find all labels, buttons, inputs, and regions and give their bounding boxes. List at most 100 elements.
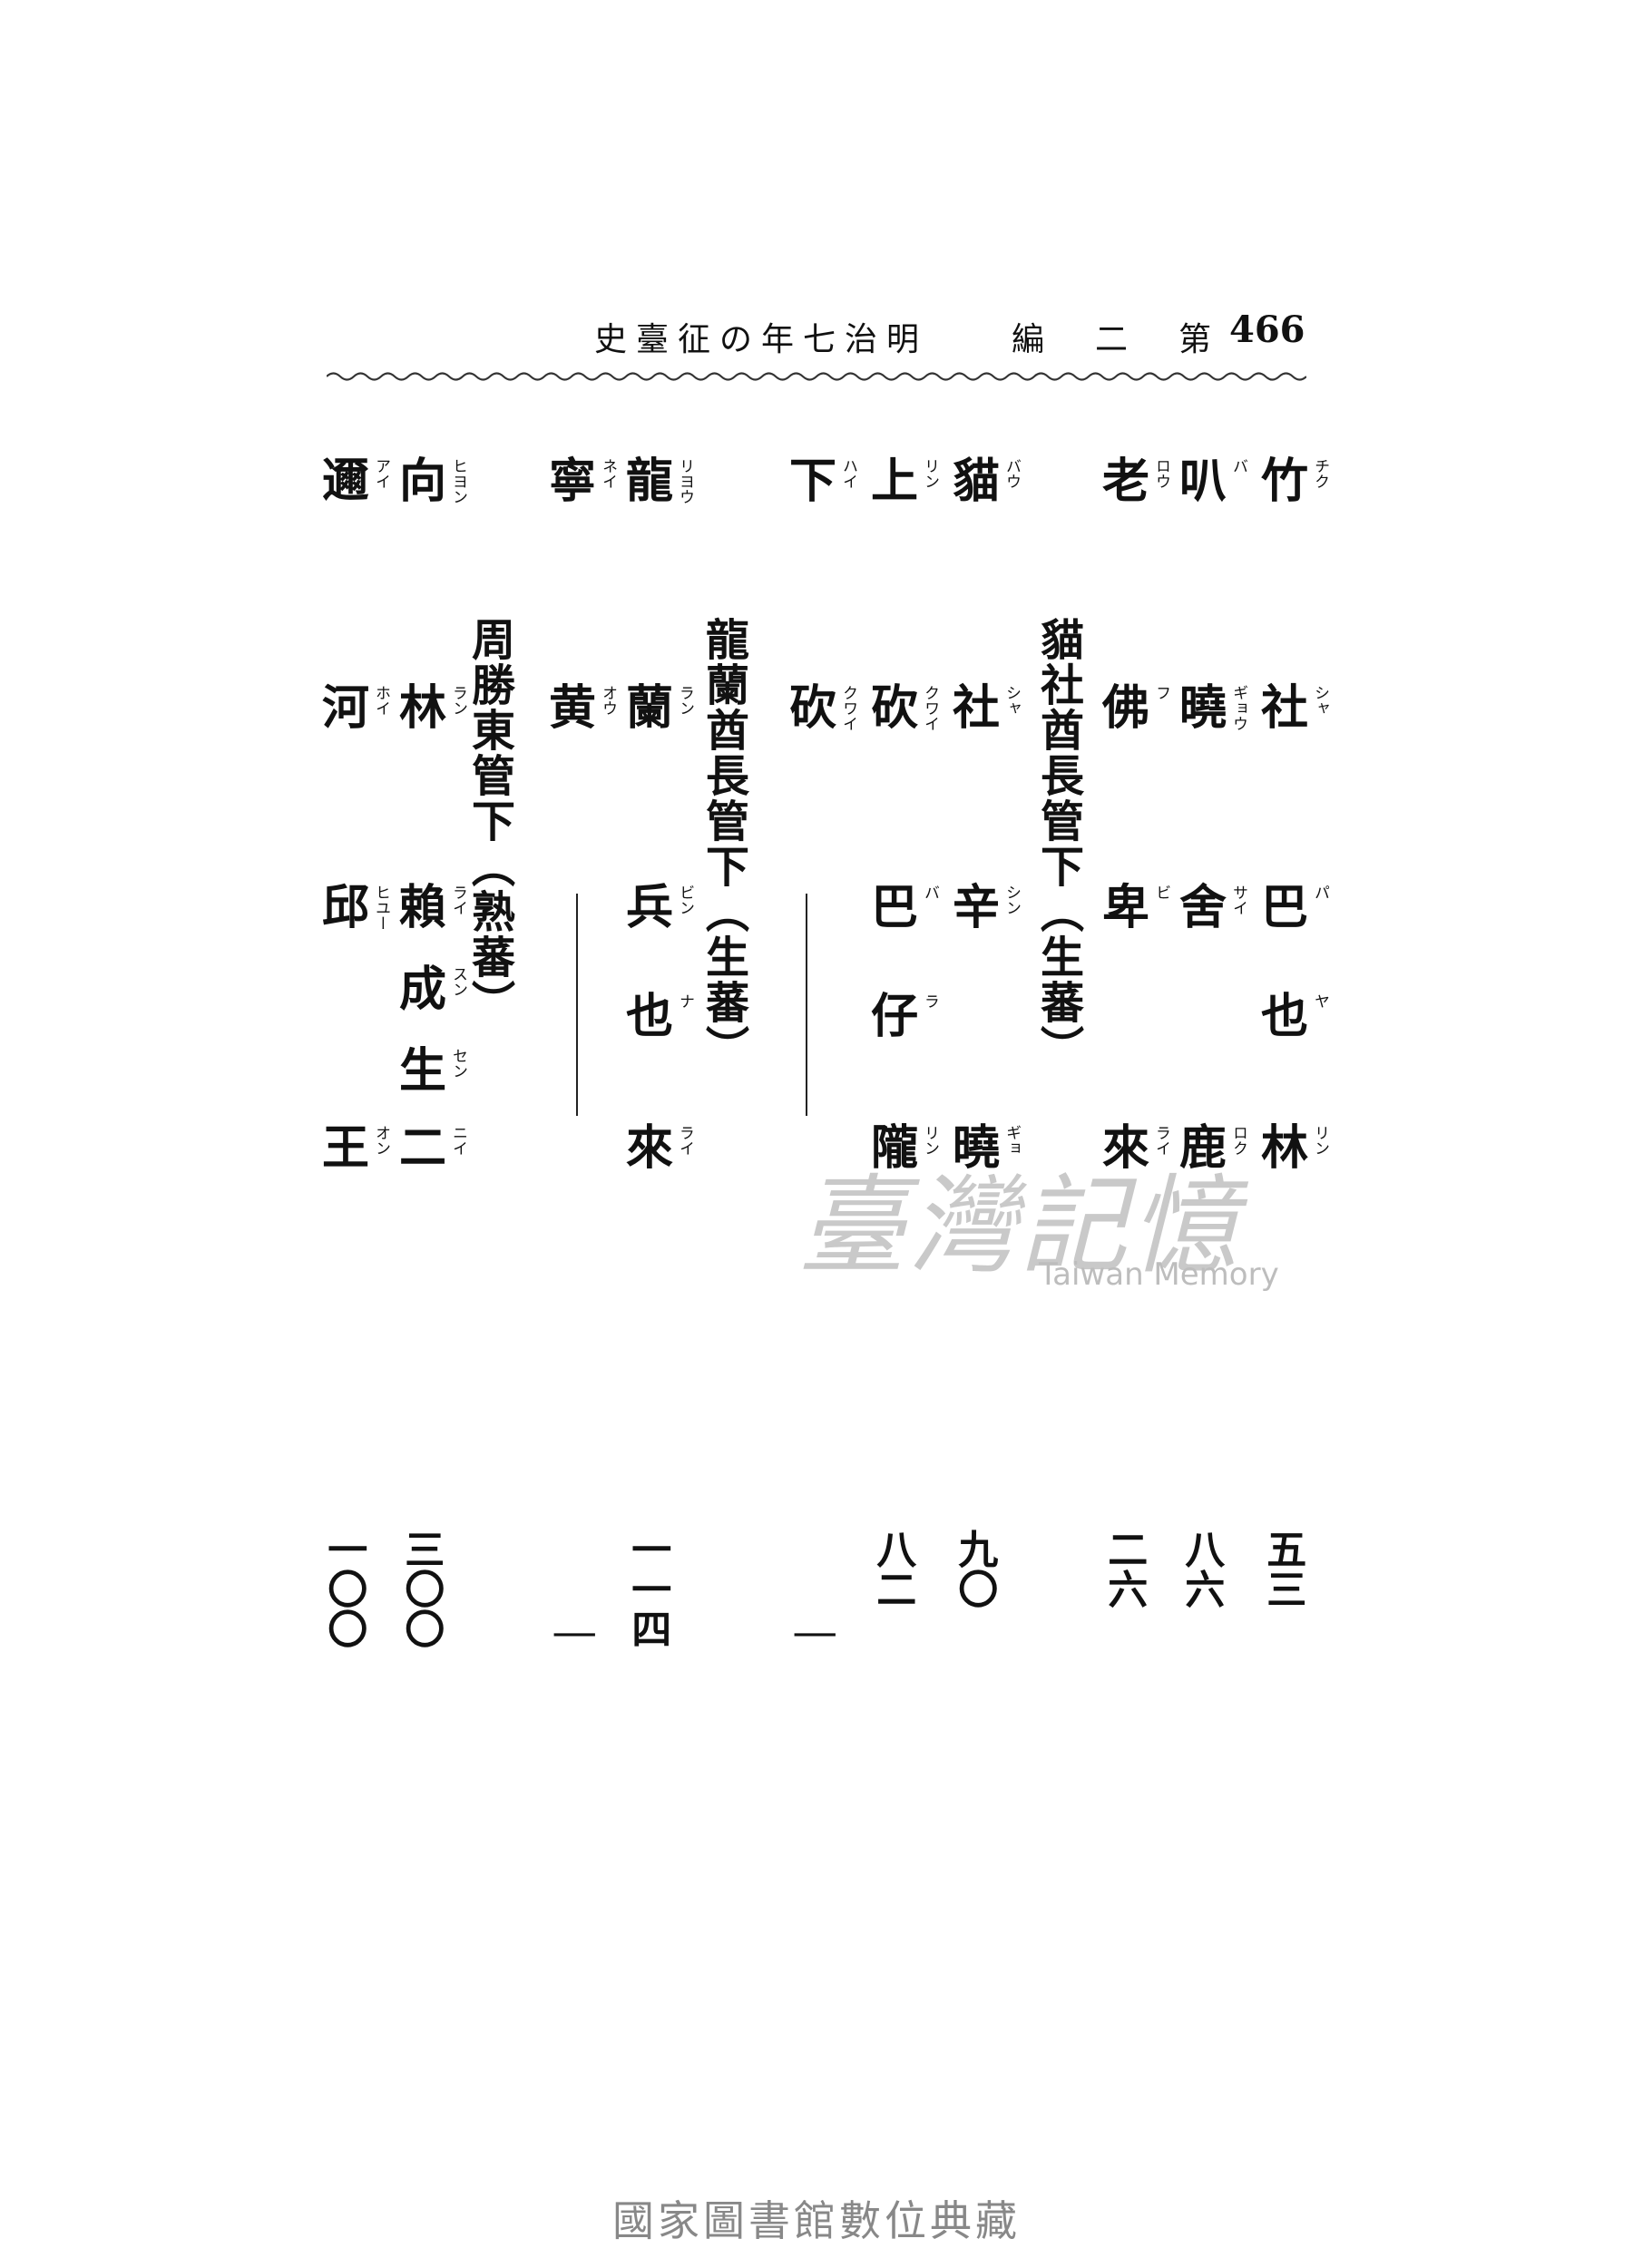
column-7-lower-char-char: 兵 [626,880,674,935]
column-4-lower-char-reading: ギョ [1002,1125,1021,1156]
column-6-middle-char: 砍クワイ [789,685,857,732]
bracket-line [576,894,578,1116]
column-5-middle-char-reading: クワイ [921,685,939,731]
group-heading-longlan: 龍蘭酋長管下（生蕃） [698,617,748,1070]
column-2-count: 八六 [1178,1529,1225,1608]
column-5-lower-char-char: 隴 [871,1120,919,1176]
column-1-lower-char: 林リン [1261,1125,1329,1172]
column-2-top-char-char: 叭 [1179,454,1227,509]
column-9-middle-char-reading: ラン [449,685,467,716]
column-8-middle-char: 黄オウ [549,685,617,732]
column-9-lower-char-char: 賴 [399,880,447,935]
page-number: 466 [1229,308,1305,351]
column-9-top-char-char: 向 [399,454,447,509]
column-5-middle-char: 砍クワイ [871,685,939,732]
group-heading-zhoushengdong: 周勝東管下（熟蕃） [464,617,514,1025]
column-2-top-char: 叭バ [1179,458,1247,505]
column-10-middle-char-char: 河 [322,680,370,736]
column-3-lower-char-char: 來 [1102,1120,1150,1176]
column-9-lower-char-char: 二 [399,1120,447,1176]
column-10-top-char-reading: アイ [372,458,390,489]
column-5-lower-char-reading: バ [921,885,939,900]
column-1-lower-char-reading: ヤ [1311,993,1329,1009]
column-5-middle-char-char: 砍 [871,680,919,736]
column-9-lower-char: 二ニイ [399,1125,467,1172]
column-5-top-char-char: 上 [871,454,919,509]
column-4-middle-char-char: 社 [953,680,1001,736]
column-7-count: 一一四 [624,1529,671,1648]
watermark-chinese: 臺灣記憶 [798,1163,1242,1288]
column-6-top-char: 下ハイ [789,458,857,505]
column-9-lower-char-char: 成 [399,962,447,1017]
column-1-middle-char: 社シャ [1261,685,1329,732]
column-4-middle-char: 社シャ [953,685,1021,732]
column-10-top-char-char: 邇 [322,454,370,509]
column-9-lower-char-reading: セン [449,1048,467,1079]
column-10-lower-char-reading: ヒユー [372,885,390,931]
column-3-count: 二六 [1100,1529,1148,1608]
column-8-top-char: 寧ネイ [549,458,617,505]
column-3-top-char: 老ロウ [1102,458,1170,505]
column-5-top-char-reading: リン [921,458,939,489]
column-6-count: ｜ [787,1615,835,1655]
column-1-lower-char-char: 巴 [1261,880,1309,935]
column-1-lower-char: 也ヤ [1261,993,1329,1041]
column-10-lower-char-char: 王 [322,1120,370,1176]
column-7-middle-char: 蘭ラン [626,685,694,732]
column-3-middle-char-reading: フ [1152,685,1170,700]
column-7-lower-char: 兵ビン [626,885,694,932]
column-4-top-char: 貓バウ [953,458,1021,505]
column-10-top-char: 邇アイ [322,458,390,505]
column-4-count: 九〇 [951,1529,998,1608]
column-7-lower-char: 也ナ [626,993,694,1041]
footer-collection-label: 國家圖書館數位典藏 [612,2196,1021,2245]
column-5-lower-char: 隴リン [871,1125,939,1172]
column-4-lower-char-char: 辛 [953,880,1001,935]
column-5-lower-char-char: 巴 [871,880,919,935]
column-6-top-char-reading: ハイ [839,458,857,489]
column-9-top-char-reading: ヒヨン [449,458,467,504]
column-7-top-char-reading: リヨウ [676,458,694,504]
running-header-title: 史臺征の年七治明 編 二 第 [593,321,1220,358]
column-7-lower-char-reading: ナ [676,993,694,1009]
column-1-count: 五三 [1259,1529,1306,1608]
column-3-lower-char-char: 卑 [1102,880,1150,935]
column-7-lower-char-reading: ビン [676,885,694,915]
column-9-lower-char-reading: ライ [449,885,467,915]
column-10-lower-char: 王オン [322,1125,390,1172]
column-9-lower-char: 生セン [399,1048,467,1095]
column-5-lower-char-reading: リン [921,1125,939,1156]
column-2-lower-char-reading: サイ [1229,885,1247,915]
column-3-middle-char: 佛フ [1102,685,1170,732]
column-5-lower-char: 巴バ [871,885,939,932]
column-2-lower-char-char: 鹿 [1179,1120,1227,1176]
column-7-lower-char-char: 也 [626,989,674,1044]
column-6-middle-char-reading: クワイ [839,685,857,731]
column-4-top-char-char: 貓 [953,454,1001,509]
column-1-lower-char-reading: リン [1311,1125,1329,1156]
column-1-lower-char-char: 林 [1261,1120,1309,1176]
column-3-lower-char-reading: ライ [1152,1125,1170,1156]
column-9-top-char: 向ヒヨン [399,458,467,505]
column-10-lower-char: 邱ヒユー [322,885,390,932]
column-9-lower-char: 賴ライ [399,885,467,932]
column-8-count: ｜ [547,1615,594,1655]
column-8-middle-char-reading: オウ [599,685,617,716]
column-9-middle-char: 林ラン [399,685,467,732]
column-1-lower-char-reading: パ [1311,885,1329,900]
header-wavy-rule [327,372,1306,381]
column-10-lower-char-reading: オン [372,1125,390,1156]
column-2-lower-char-char: 舍 [1179,880,1227,935]
column-4-lower-char: 辛シン [953,885,1021,932]
column-3-lower-char: 來ライ [1102,1125,1170,1172]
column-3-top-char-reading: ロウ [1152,458,1170,489]
column-9-lower-char: 成スン [399,966,467,1013]
column-2-middle-char-reading: ギョウ [1229,685,1247,731]
column-4-lower-char-char: 曉 [953,1120,1001,1176]
column-2-middle-char-char: 曉 [1179,680,1227,736]
column-7-lower-char: 來ライ [626,1125,694,1172]
column-4-top-char-reading: バウ [1002,458,1021,489]
column-6-top-char-char: 下 [789,454,837,509]
column-7-top-char: 龍リヨウ [626,458,694,505]
column-4-middle-char-reading: シャ [1002,685,1021,716]
